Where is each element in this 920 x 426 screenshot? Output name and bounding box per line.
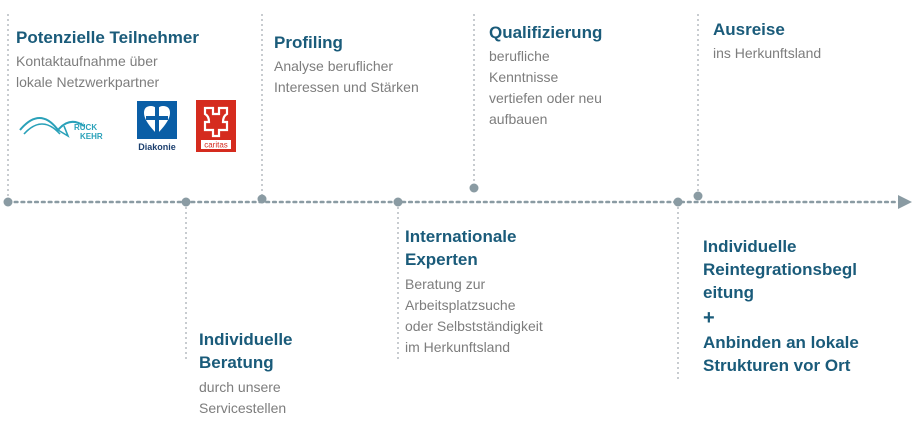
step-description: Analyse beruflicher Interessen und Stärk… (274, 58, 419, 95)
step-qualifizierung: Qualifizierung berufliche Kenntnisse ver… (489, 21, 602, 130)
plus-sign: + (703, 307, 715, 329)
node-potenzielle (3, 197, 13, 207)
rueckkehr-logo-graphic: RÜCK KEHR (19, 117, 103, 141)
step-ausreise: Ausreise ins Herkunftsland (713, 18, 821, 64)
node-profiling (257, 194, 267, 204)
step-description: durch unsere Servicestellen (199, 379, 287, 416)
step-internationale-experten: Internationale Experten Beratung zur Arb… (405, 225, 543, 358)
step-title: Internationale Experten (405, 227, 517, 269)
node-ausreise (693, 191, 703, 201)
diakonie-logo: Diakonie (134, 101, 180, 153)
step-title: Qualifizierung (489, 23, 603, 42)
node-experten (393, 197, 403, 207)
rueckkehr-logo: RÜCK KEHR (18, 108, 123, 146)
node-qualifizierung (469, 183, 479, 193)
rueckkehr-line2: KEHR (80, 132, 103, 141)
step-description: Kontaktaufnahme über lokale Netzwerkpart… (16, 53, 160, 90)
step-reintegration: Individuelle Reintegrationsbegl eitung +… (703, 235, 859, 377)
node-reintegration (673, 197, 683, 207)
step-title-secondary: Anbinden an lokale Strukturen vor Ort (703, 333, 859, 375)
step-title: Individuelle Reintegrationsbegl eitung (703, 237, 857, 302)
step-potenzielle-teilnehmer: Potenzielle Teilnehmer Kontaktaufnahme ü… (16, 26, 199, 93)
step-title: Individuelle Beratung (199, 330, 293, 372)
step-description: berufliche Kenntnisse vertiefen oder neu… (489, 48, 602, 127)
node-beratung (181, 197, 191, 207)
diakonie-logo-graphic: Diakonie (137, 101, 177, 152)
step-title: Ausreise (713, 20, 785, 39)
diakonie-label: Diakonie (138, 142, 176, 152)
rueckkehr-line1: RÜCK (74, 123, 97, 132)
step-individuelle-beratung: Individuelle Beratung durch unsere Servi… (199, 328, 293, 419)
step-title: Profiling (274, 33, 343, 52)
step-profiling: Profiling Analyse beruflicher Interessen… (274, 31, 419, 98)
timeline-arrowhead (898, 195, 912, 209)
caritas-label: caritas (204, 141, 228, 150)
caritas-logo: caritas (196, 100, 236, 152)
caritas-logo-graphic: caritas (196, 100, 236, 152)
step-title: Potenzielle Teilnehmer (16, 28, 199, 47)
step-description: ins Herkunftsland (713, 45, 822, 61)
step-description: Beratung zur Arbeitsplatzsuche oder Selb… (405, 276, 543, 355)
